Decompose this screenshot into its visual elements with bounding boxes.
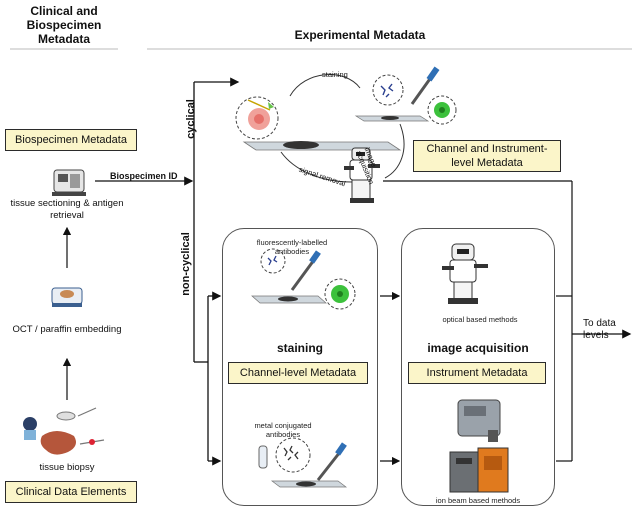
oct-paraffin-label: OCT / paraffin embedding xyxy=(12,324,122,335)
ion-beam-instrument-illustration xyxy=(449,399,509,493)
image-acquisition-panel xyxy=(401,228,555,506)
optical-methods-label: optical based methods xyxy=(442,315,518,324)
header-clinical-biospecimen: Clinical and Biospecimen Metadata xyxy=(26,4,102,46)
clinical-data-elements-box: Clinical Data Elements xyxy=(5,481,137,503)
tissue-sectioning-label: tissue sectioning & antigen retrieval xyxy=(10,198,124,221)
staining-bottom-illustration xyxy=(258,437,348,488)
to-data-levels-label: To data levels xyxy=(583,318,616,341)
cassette-icon xyxy=(51,287,83,307)
staining-panel xyxy=(222,228,378,506)
cyclical-label: cyclical xyxy=(185,99,197,139)
tissue-biopsy-label: tissue biopsy xyxy=(39,462,95,473)
biospecimen-id-label: Biospecimen ID xyxy=(110,171,178,181)
sectioning-instrument-icon xyxy=(52,169,86,196)
cycle-staining-label: staining xyxy=(322,70,348,79)
biospecimen-metadata-box: Biospecimen Metadata xyxy=(5,129,137,151)
staining-panel-title: staining xyxy=(276,341,323,355)
cyclical-illustration xyxy=(235,66,457,203)
staining-top-illustration xyxy=(251,248,356,310)
channel-instrument-metadata-box: Channel and Instrument-level Metadata xyxy=(413,140,561,172)
image-acquisition-panel-title: image acquisition xyxy=(427,341,529,355)
ion-beam-methods-label: ion beam based methods xyxy=(435,496,521,505)
channel-level-metadata-box: Channel-level Metadata xyxy=(228,362,368,384)
instrument-metadata-box: Instrument Metadata xyxy=(408,362,546,384)
biopsy-icon xyxy=(23,407,105,455)
metal-antibodies-label: metal conjugated antibodies xyxy=(254,421,312,439)
optical-instrument-illustration xyxy=(442,243,488,304)
non-cyclical-label: non-cyclical xyxy=(180,232,192,296)
fluorescent-antibodies-label: fluorescently-labelled antibodies xyxy=(256,238,328,256)
header-experimental: Experimental Metadata xyxy=(294,28,426,42)
